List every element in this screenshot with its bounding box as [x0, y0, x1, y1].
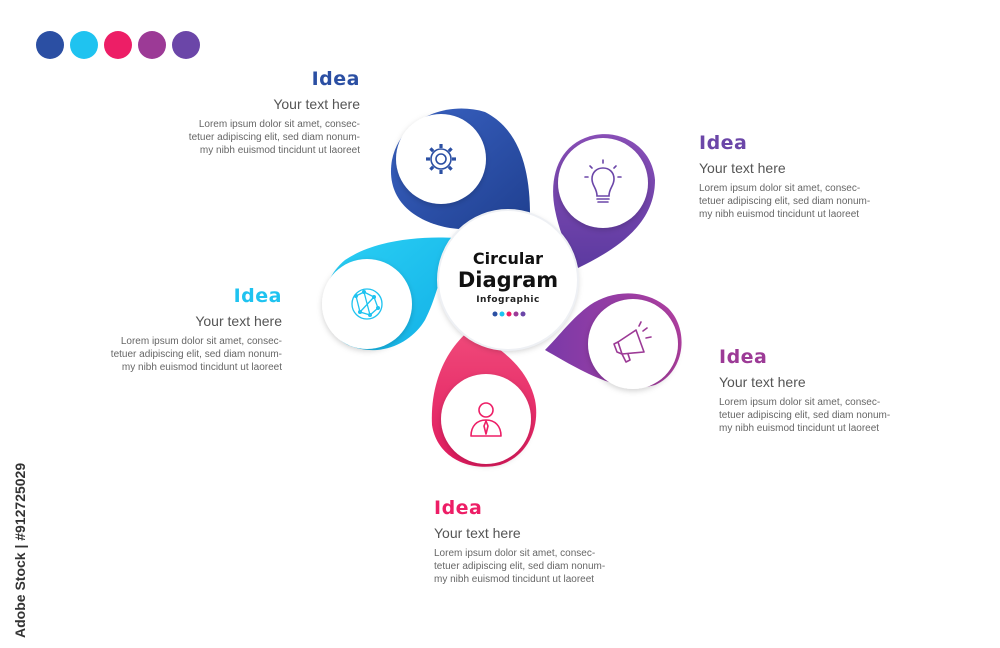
gear-icon-badge [396, 114, 486, 204]
text-block-body: Lorem ipsum dolor sit amet, consec- tetu… [434, 548, 606, 585]
text-block-body: Lorem ipsum dolor sit amet, consec- tetu… [110, 336, 282, 373]
text-block-title: Idea [311, 68, 360, 90]
text-block-body: Lorem ipsum dolor sit amet, consec- tetu… [188, 119, 360, 156]
text-block-lightbulb: Idea Your text here Lorem ipsum dolor si… [699, 132, 899, 221]
text-block-title: Idea [434, 497, 483, 519]
text-block-subtitle: Your text here [273, 96, 360, 112]
text-block-subtitle: Your text here [699, 160, 786, 176]
swatch-magenta [138, 31, 166, 59]
text-block-body: Lorem ipsum dolor sit amet, consec- tetu… [699, 183, 871, 220]
color-palette [36, 31, 200, 59]
gear-icon [426, 144, 456, 174]
text-block-subtitle: Your text here [434, 525, 521, 541]
center-title-line1: Circular [472, 249, 544, 268]
text-block-subtitle: Your text here [719, 374, 806, 390]
text-block-megaphone: Idea Your text here Lorem ipsum dolor si… [719, 346, 919, 435]
megaphone-icon [613, 321, 652, 363]
center-dots [492, 311, 526, 317]
text-block-subtitle: Your text here [195, 313, 282, 329]
stock-watermark-text: Adobe Stock | #912725029 [12, 463, 28, 638]
swatch-purple [172, 31, 200, 59]
lightbulb-icon [584, 159, 622, 203]
center-title-line3: Infographic [476, 295, 540, 305]
text-block-title: Idea [233, 285, 282, 307]
center-title-line2: Diagram [457, 268, 559, 292]
swatch-pink [104, 31, 132, 59]
text-block-title: Idea [699, 132, 748, 154]
center-circle [438, 210, 578, 350]
swatch-dark-blue [36, 31, 64, 59]
person-icon [470, 402, 502, 437]
text-block-body: Lorem ipsum dolor sit amet, consec- tetu… [719, 397, 891, 434]
text-block-gear: Idea Your text here Lorem ipsum dolor si… [160, 68, 360, 157]
swatch-cyan [70, 31, 98, 59]
megaphone-icon-badge [588, 299, 678, 389]
person-icon-badge [441, 374, 531, 464]
text-block-globe: Idea Your text here Lorem ipsum dolor si… [82, 285, 282, 374]
lightbulb-icon-badge [558, 138, 648, 228]
stock-watermark: Adobe Stock | #912725029 [12, 463, 28, 638]
text-block-person: Idea Your text here Lorem ipsum dolor si… [434, 497, 634, 586]
globe-network-icon [351, 288, 383, 320]
text-block-title: Idea [719, 346, 768, 368]
